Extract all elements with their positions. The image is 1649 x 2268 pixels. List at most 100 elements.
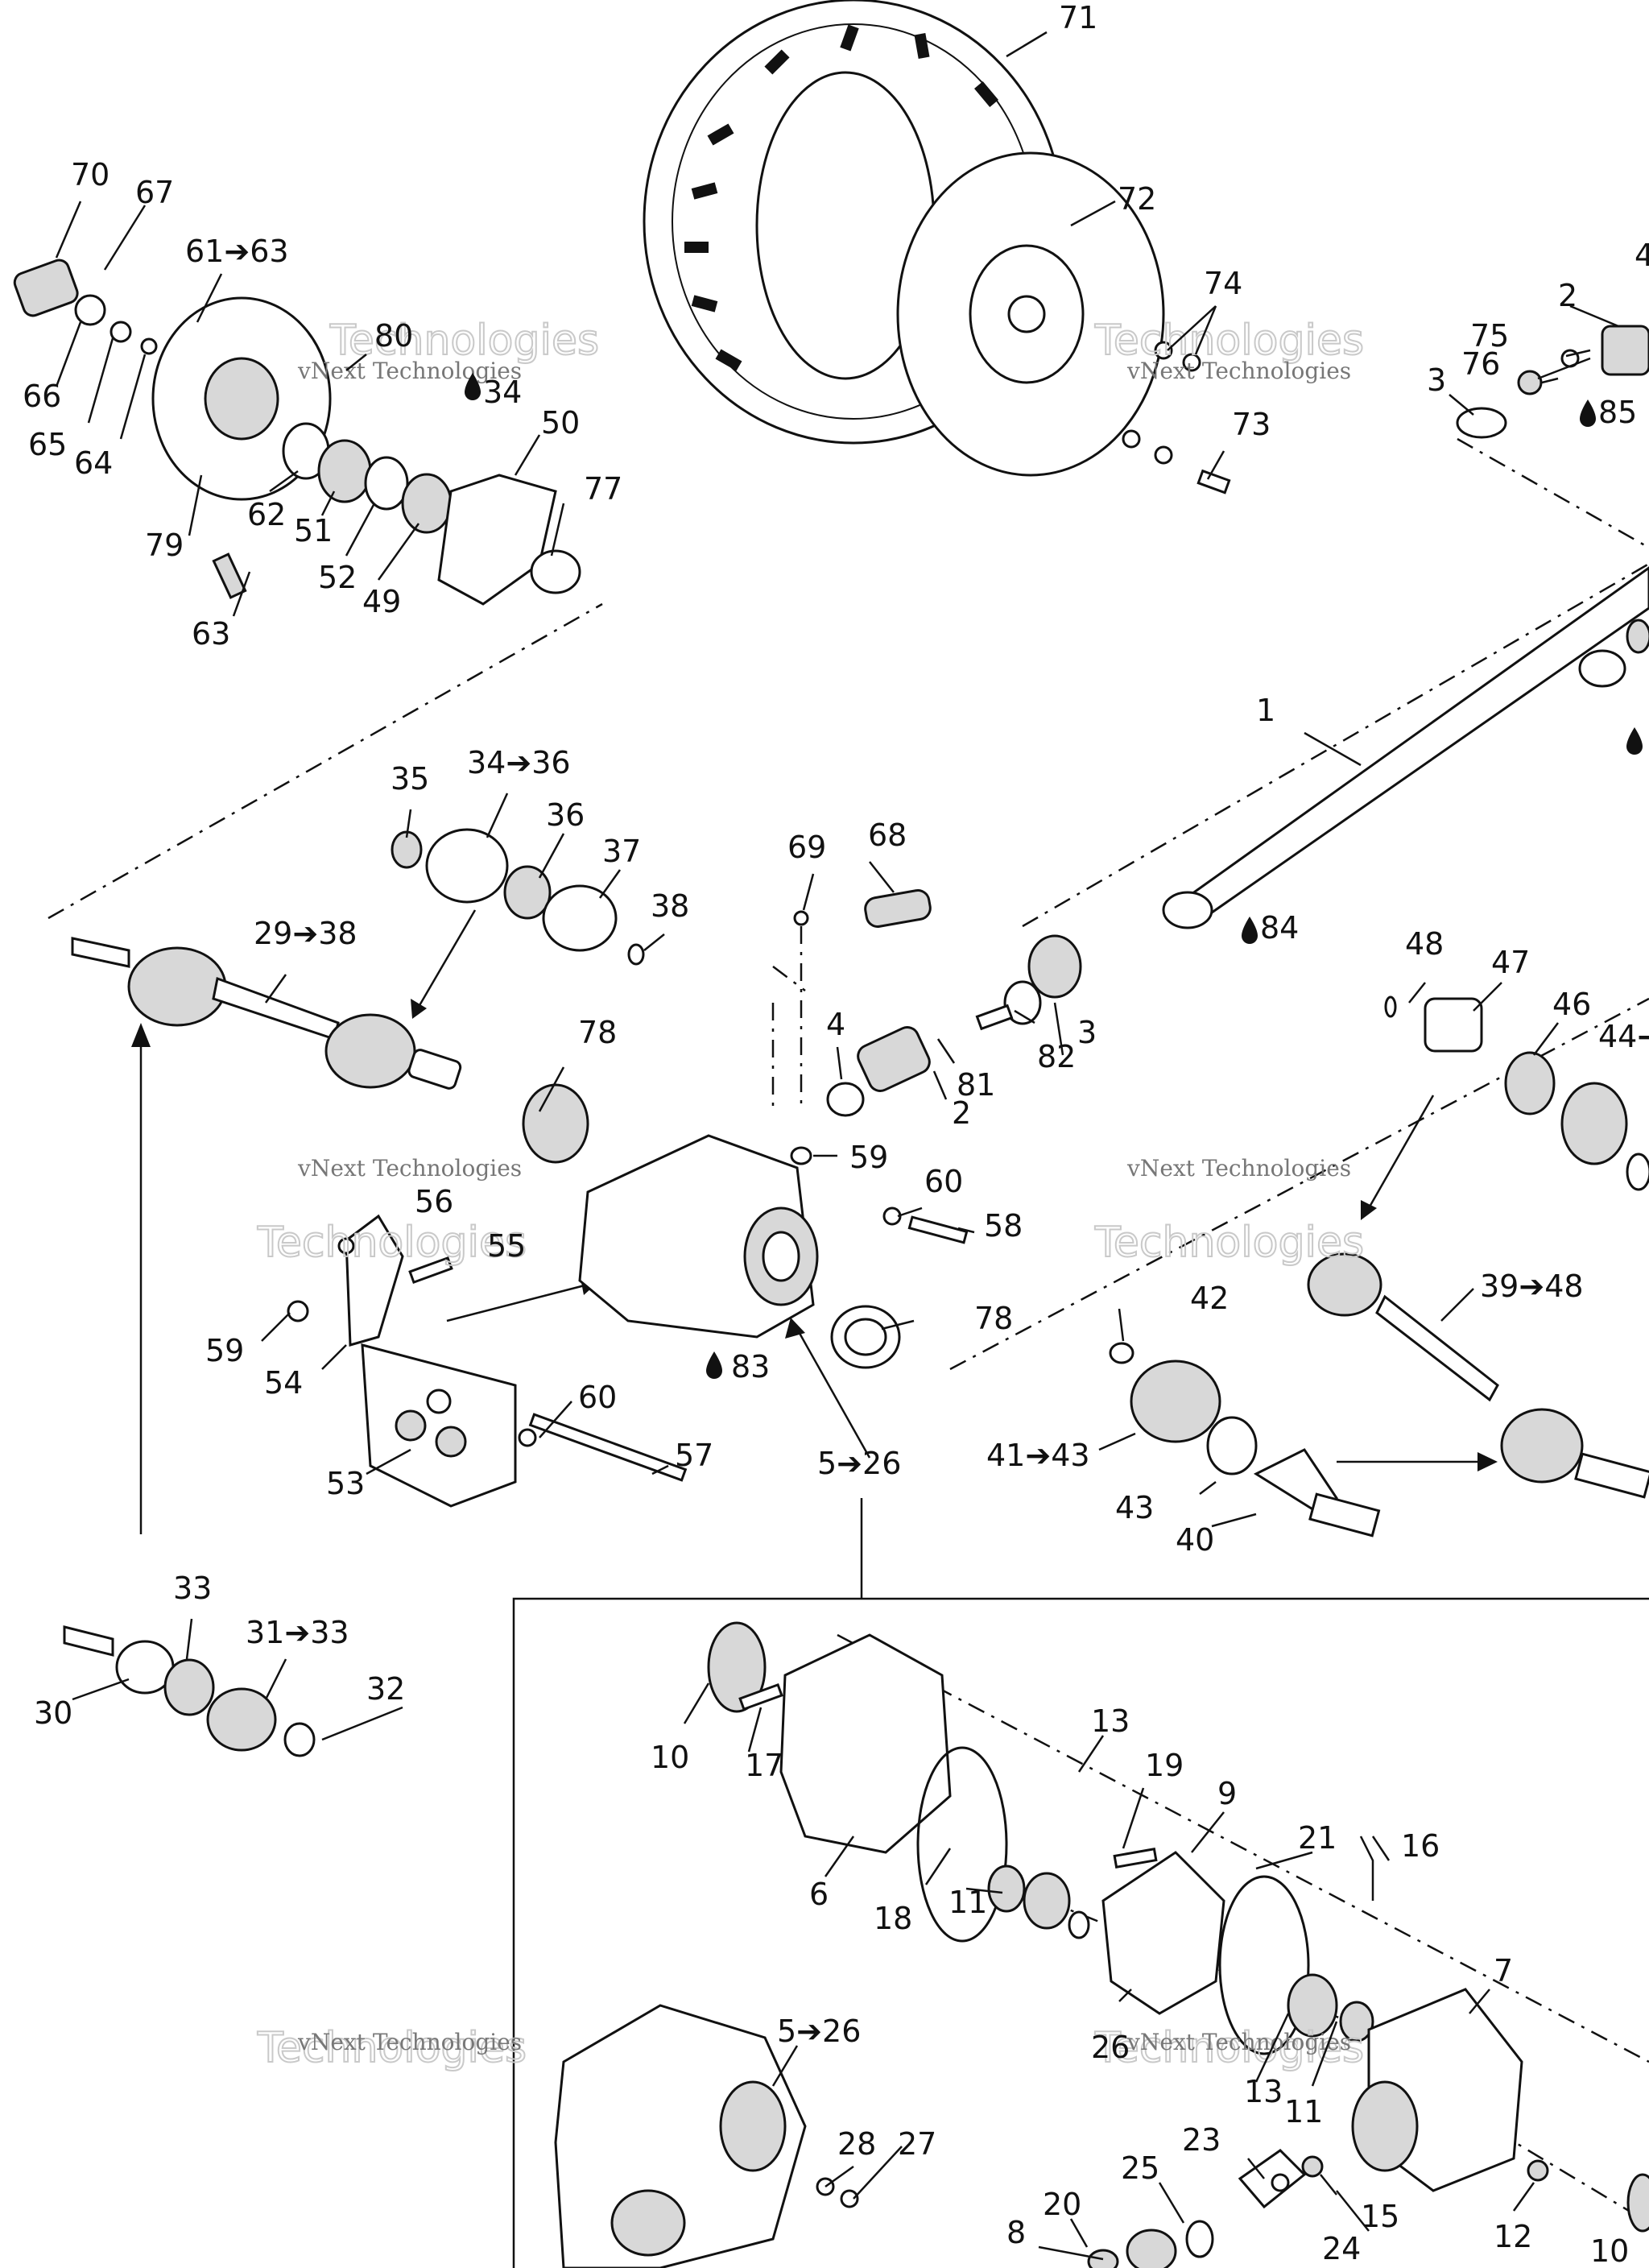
part-label-83: 83 [731, 1349, 770, 1384]
part-label-1: 1 [1256, 693, 1275, 728]
part-label-3-top: 3 [1427, 362, 1446, 398]
leader-lines [55, 31, 1619, 2261]
part-label-73: 73 [1232, 407, 1271, 442]
part-label-64: 64 [74, 445, 113, 481]
watermark-text: vNext Technologies [297, 358, 522, 384]
direction-arrows [131, 909, 1498, 1534]
watermark-text: vNext Technologies [1126, 2029, 1351, 2055]
part-label-13: 13 [1091, 1703, 1130, 1739]
part-label-4-top: 4 [1635, 238, 1649, 273]
part-label-10-b: 10 [1590, 2233, 1629, 2268]
part-label-53: 53 [326, 1466, 365, 1501]
part-label-36: 36 [546, 797, 585, 833]
part-label-60: 60 [924, 1164, 963, 1199]
right-top-parts [1122, 325, 1649, 495]
right-cv-axle [1109, 995, 1649, 1538]
part-label-81: 81 [957, 1067, 995, 1103]
watermark-bg: Technologies [1094, 1219, 1364, 1267]
watermark-text: vNext Technologies [297, 1155, 522, 1182]
part-label-54: 54 [264, 1365, 303, 1401]
part-label-84: 84 [1260, 910, 1299, 946]
part-label-21: 21 [1298, 1820, 1337, 1856]
part-label-34-top: 34 [483, 375, 522, 410]
part-label-16: 16 [1401, 1828, 1440, 1864]
part-label-4: 4 [826, 1007, 845, 1042]
lower-left-cv-joint [63, 1625, 316, 1757]
part-label-67: 67 [135, 175, 174, 210]
part-label-71: 71 [1059, 0, 1097, 35]
watermark-bg: Technologies [329, 317, 599, 365]
part-label-69: 69 [787, 830, 826, 865]
part-label-78: 78 [578, 1015, 617, 1050]
part-label-41-43: 41➔43 [986, 1438, 1090, 1473]
part-label-6: 6 [809, 1877, 829, 1912]
watermark-text: vNext Technologies [1126, 1155, 1351, 1182]
part-label-39-48: 39➔48 [1480, 1269, 1584, 1304]
part-label-28: 28 [837, 2126, 876, 2162]
part-label-12: 12 [1494, 2219, 1532, 2254]
part-label-37: 37 [602, 834, 641, 869]
mounting-bracket [287, 1214, 688, 1508]
part-labels: 71 72 74 73 70 67 61➔63 80 34 50 77 66 6… [23, 0, 1649, 2268]
inset-frame [512, 1597, 1649, 2268]
part-label-26: 26 [1091, 2030, 1130, 2065]
part-label-43: 43 [1115, 1490, 1154, 1525]
oil-drop-icon [465, 373, 481, 400]
part-label-85: 85 [1598, 395, 1637, 430]
part-label-48: 48 [1405, 926, 1444, 962]
part-label-56: 56 [415, 1184, 453, 1219]
part-label-72: 72 [1118, 181, 1156, 217]
part-label-47: 47 [1491, 945, 1530, 980]
oil-drop-icon [1242, 917, 1258, 944]
part-label-11-b: 11 [1284, 2094, 1323, 2129]
oil-drop-icon [1626, 727, 1643, 755]
part-label-77: 77 [584, 471, 622, 507]
part-label-9: 9 [1217, 1776, 1237, 1811]
part-label-2: 2 [952, 1095, 971, 1131]
part-label-27: 27 [898, 2126, 936, 2162]
part-label-17: 17 [745, 1748, 783, 1783]
part-label-74: 74 [1204, 266, 1242, 301]
part-label-82: 82 [1037, 1039, 1076, 1074]
part-label-79: 79 [145, 528, 184, 563]
part-label-18: 18 [874, 1901, 912, 1936]
oil-drop-icon [1580, 399, 1596, 427]
part-label-24: 24 [1322, 2231, 1361, 2266]
part-label-25: 25 [1121, 2150, 1159, 2186]
part-label-61-63: 61➔63 [185, 234, 289, 269]
part-label-76: 76 [1461, 346, 1500, 382]
part-label-23: 23 [1182, 2122, 1221, 2158]
hub-knuckle-cluster [13, 259, 581, 606]
part-label-57: 57 [675, 1438, 713, 1473]
part-label-51: 51 [294, 513, 333, 548]
part-label-7: 7 [1494, 1953, 1513, 1989]
watermark-text: vNext Technologies [1126, 358, 1351, 384]
oil-drop-icon [706, 1351, 722, 1379]
watermark-bg: Technologies [1094, 317, 1364, 365]
part-label-75: 75 [1470, 318, 1509, 354]
part-label-11: 11 [948, 1885, 987, 1920]
part-label-20: 20 [1043, 2187, 1081, 2222]
part-label-35: 35 [391, 761, 429, 797]
part-label-13-b: 13 [1244, 2074, 1283, 2109]
watermark-bg: Technologies [257, 1219, 527, 1267]
part-label-62: 62 [247, 497, 286, 532]
left-cv-axle [71, 828, 645, 1164]
part-label-10: 10 [651, 1740, 689, 1775]
part-label-50: 50 [541, 405, 580, 441]
part-label-58: 58 [984, 1208, 1023, 1244]
differential-exploded-inset [554, 1621, 1649, 2268]
part-label-2-top: 2 [1558, 278, 1577, 313]
part-label-70: 70 [71, 157, 110, 192]
part-label-59: 59 [849, 1140, 888, 1175]
part-label-15: 15 [1361, 2199, 1399, 2234]
part-label-46: 46 [1552, 987, 1591, 1022]
front-differential [578, 889, 1082, 1369]
part-label-30: 30 [34, 1695, 72, 1731]
part-label-34-36: 34➔36 [467, 745, 571, 780]
part-label-42: 42 [1190, 1281, 1229, 1316]
part-label-65: 65 [28, 427, 67, 462]
watermark-text: vNext Technologies [297, 2029, 522, 2055]
part-label-5-26: 5➔26 [817, 1446, 901, 1481]
